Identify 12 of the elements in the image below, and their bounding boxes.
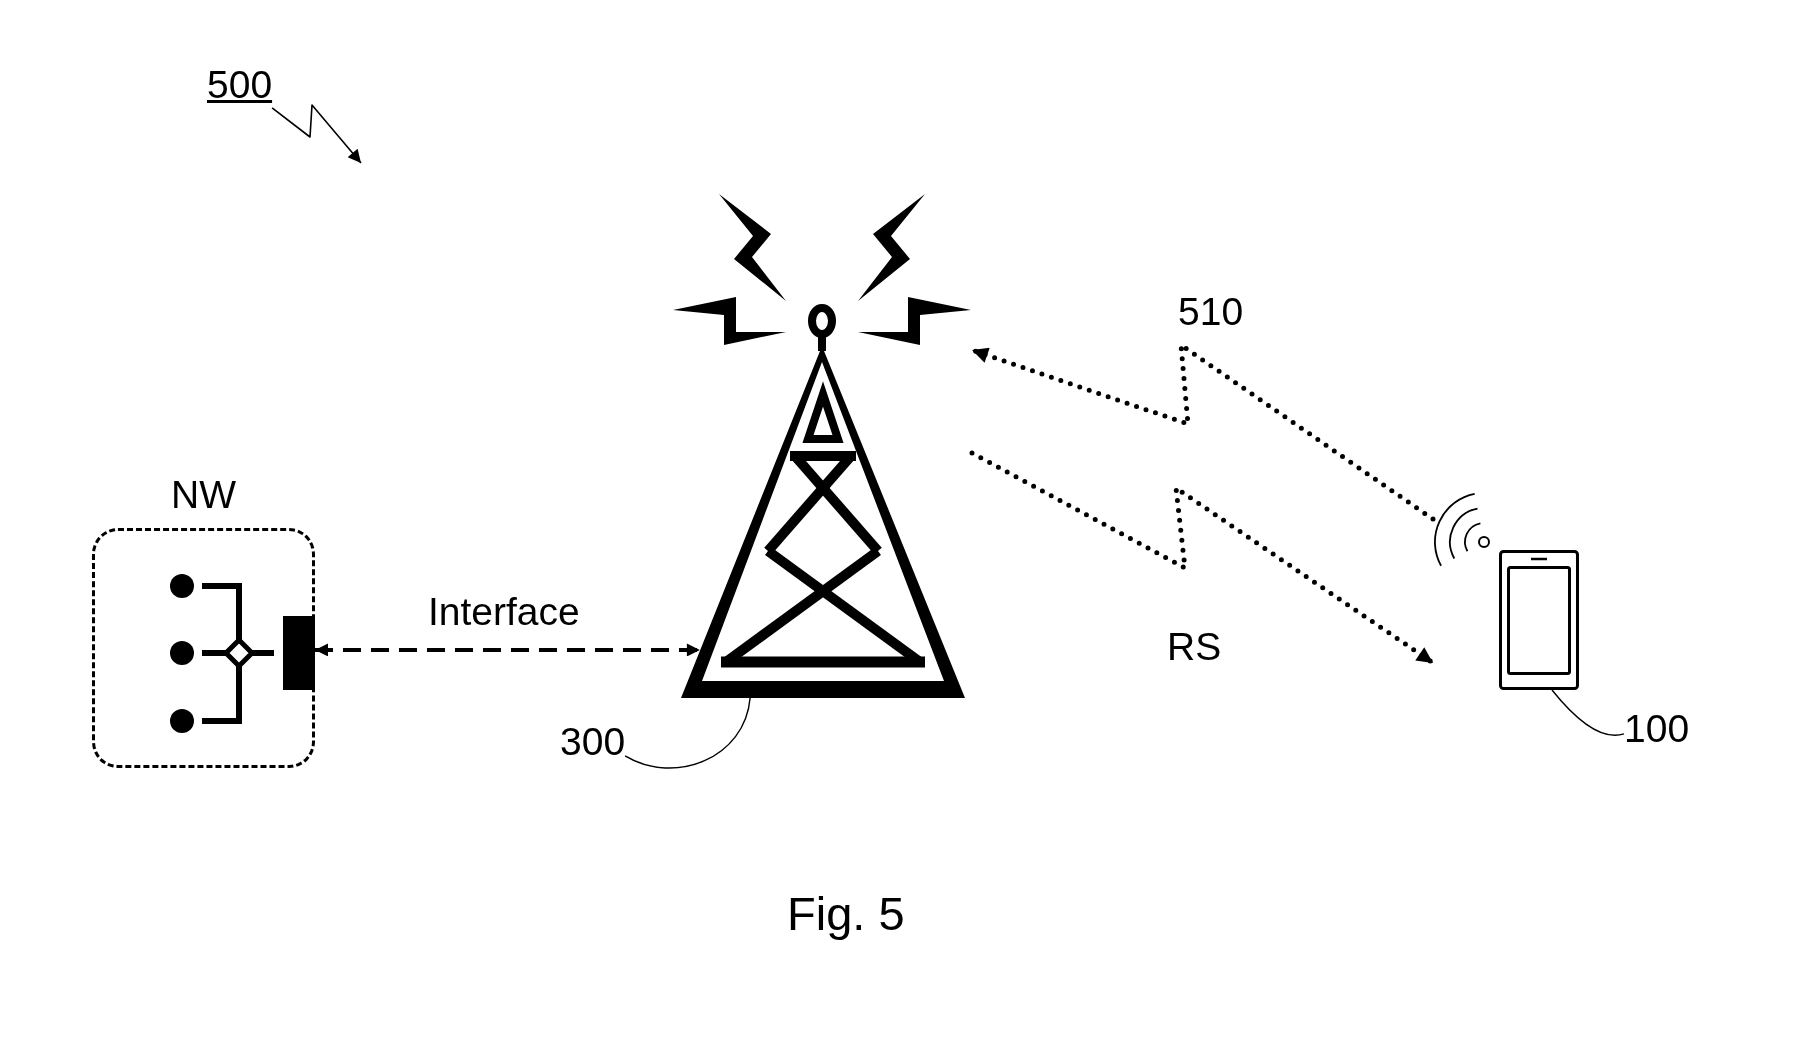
reference-numeral: 300 [560,720,626,765]
node-label: NW [171,473,236,518]
squiggle-arrow [271,104,362,164]
figure-caption: Fig. 5 [787,887,905,942]
dashed-double-arrow [315,643,700,657]
leader-line [624,697,751,769]
reference-numeral: 500 [207,63,273,108]
leader-line [1551,689,1625,736]
reference-numeral: 100 [1624,707,1690,752]
mobile-phone [1433,491,1579,690]
dotted-zigzag-arrow [969,450,1436,666]
radio-tower [673,193,972,698]
